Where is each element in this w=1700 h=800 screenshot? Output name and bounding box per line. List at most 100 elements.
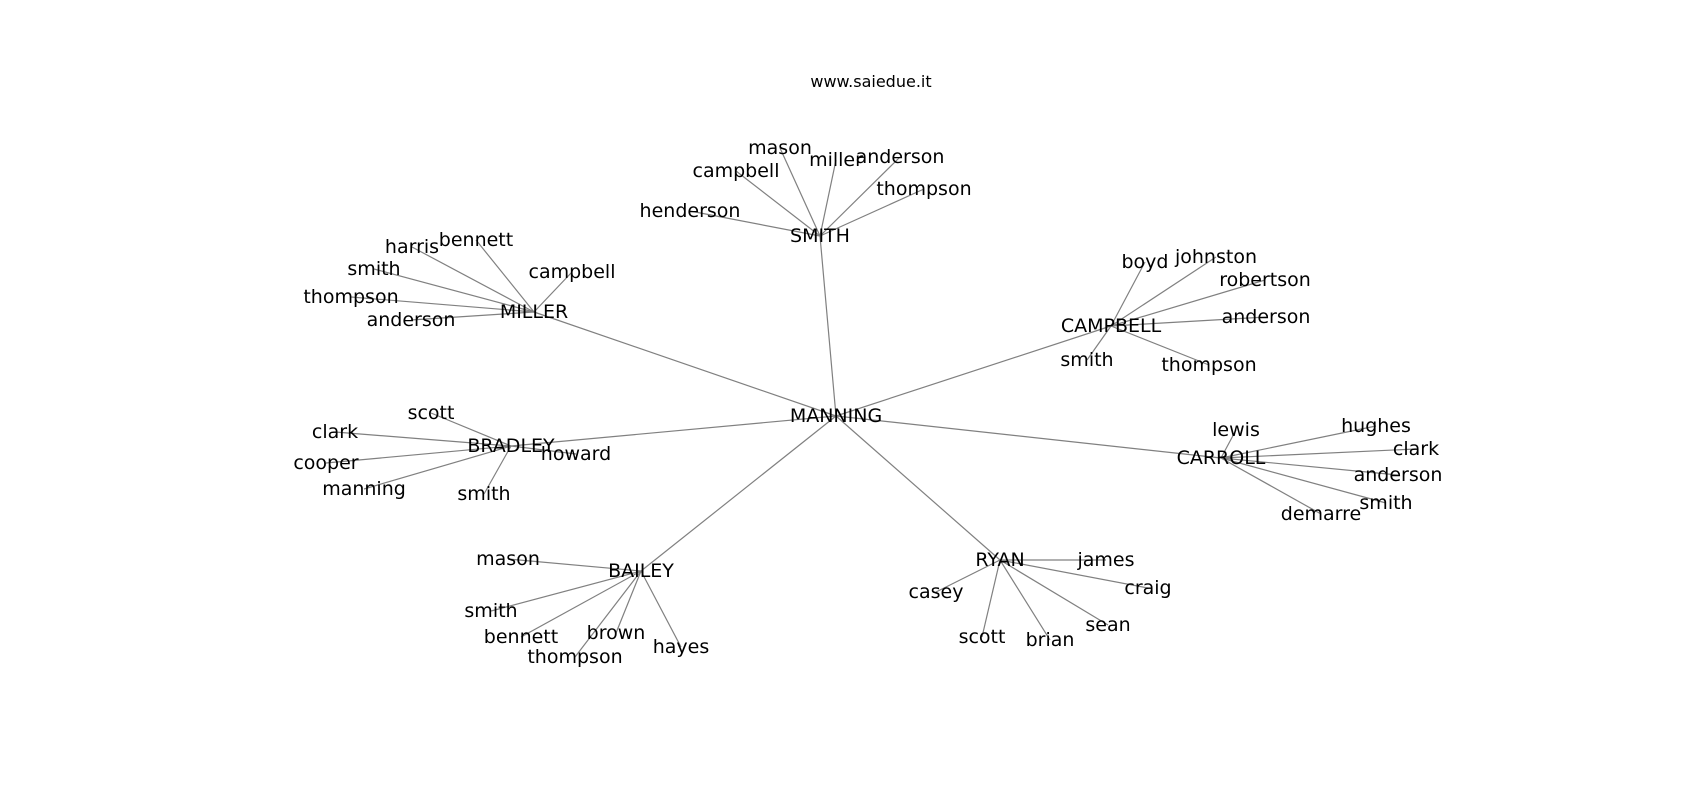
leaf-node-label-bailey-mason: mason (476, 548, 540, 570)
edge-campbell-robertson (1110, 279, 1266, 327)
edge-carroll-lewis (1220, 429, 1237, 459)
edge-bailey-smith (490, 570, 642, 612)
hub-node-label-bailey: BAILEY (608, 560, 674, 582)
edge-ryan-sean (999, 559, 1109, 626)
hub-node-label-campbell: CAMPBELL (1061, 315, 1162, 337)
edge-miller-campbell (533, 271, 573, 313)
edge-smith-thompson (819, 188, 925, 237)
edge-miller-harris (411, 246, 535, 313)
leaf-node-label-bradley-howard: howard (541, 443, 611, 465)
leaf-node-label-bradley-cooper: cooper (293, 452, 358, 474)
hub-node-label-ryan: RYAN (975, 549, 1024, 571)
edge-carroll-anderson (1220, 457, 1399, 476)
edge-miller-thompson (350, 296, 535, 313)
edge-bradley-cooper (325, 445, 512, 464)
edge-miller-bennett (475, 239, 535, 313)
leaf-node-label-carroll-anderson: anderson (1354, 464, 1443, 486)
edge-campbell-boyd (1110, 261, 1146, 327)
leaf-node-label-smith-mason: mason (748, 137, 812, 159)
edge-smith-henderson (689, 210, 821, 237)
leaf-node-label-bailey-brown: brown (587, 622, 646, 644)
leaf-node-label-smith-anderson: anderson (856, 146, 945, 168)
edge-bradley-scott (430, 412, 512, 447)
edge-ryan-craig (999, 559, 1149, 589)
leaf-node-label-bradley-clark: clark (312, 421, 358, 443)
leaf-node-label-smith-henderson: henderson (640, 200, 741, 222)
leaf-node-label-campbell-boyd: boyd (1122, 251, 1169, 273)
edge-carroll-clark (1220, 448, 1417, 459)
leaf-node-label-ryan-james: james (1076, 549, 1134, 571)
leaf-node-label-ryan-craig: craig (1124, 577, 1171, 599)
edge-campbell-anderson (1110, 316, 1267, 327)
edge-carroll-hughes (1220, 425, 1377, 459)
leaf-node-label-ryan-scott: scott (959, 626, 1006, 648)
edge-bailey-hayes (640, 570, 682, 648)
leaf-node-label-smith-thompson: thompson (876, 178, 971, 200)
leaf-node-label-campbell-johnston: johnston (1174, 246, 1257, 268)
leaf-node-label-miller-anderson: anderson (367, 309, 456, 331)
leaf-node-label-miller-harris: harris (385, 236, 439, 258)
leaf-node-label-bailey-hayes: hayes (653, 636, 710, 658)
edge-ryan-casey (935, 559, 1001, 593)
edge-root-smith (819, 235, 837, 417)
edge-miller-smith (373, 268, 535, 313)
leaf-node-label-carroll-clark: clark (1393, 438, 1439, 460)
leaf-node-label-bailey-bennett: bennett (484, 626, 558, 648)
edge-root-miller (533, 311, 837, 417)
leaf-node-label-miller-bennett: bennett (439, 229, 513, 251)
edge-ryan-scott (981, 559, 1001, 638)
leaf-node-label-carroll-smith: smith (1359, 492, 1412, 514)
leaf-node-label-ryan-brian: brian (1026, 629, 1075, 651)
edge-bradley-clark (334, 431, 512, 447)
leaf-node-label-ryan-casey: casey (909, 581, 964, 603)
leaf-node-label-miller-smith: smith (347, 258, 400, 280)
hub-node-label-smith: SMITH (790, 225, 850, 247)
edge-ryan-brian (999, 559, 1051, 641)
edge-smith-anderson (819, 156, 901, 237)
leaf-node-label-smith-campbell: campbell (693, 160, 780, 182)
edge-smith-mason (779, 147, 821, 237)
leaf-node-label-carroll-hughes: hughes (1341, 415, 1411, 437)
edge-root-campbell (835, 325, 1112, 417)
edge-root-bailey (640, 415, 837, 572)
edge-miller-anderson (410, 311, 535, 321)
edge-smith-campbell (735, 170, 821, 237)
edge-bailey-thompson (574, 570, 642, 658)
leaf-node-label-smith-miller: miller (809, 149, 863, 171)
hub-node-label-bradley: BRADLEY (467, 435, 555, 457)
leaf-node-label-miller-thompson: thompson (303, 286, 398, 308)
leaf-node-label-carroll-demarre: demarre (1281, 503, 1361, 525)
leaf-node-label-carroll-lewis: lewis (1212, 419, 1260, 441)
edge-root-bradley (510, 415, 837, 447)
leaf-node-label-bailey-thompson: thompson (527, 646, 622, 668)
edge-smith-miller (819, 159, 837, 237)
edge-root-carroll (835, 415, 1222, 459)
edge-bailey-mason (507, 558, 642, 572)
edge-campbell-johnston (1110, 256, 1217, 327)
edge-campbell-thompson (1110, 325, 1210, 366)
edge-bradley-howard (510, 445, 577, 455)
leaf-node-label-campbell-robertson: robertson (1219, 269, 1311, 291)
leaf-node-label-bradley-scott: scott (408, 402, 455, 424)
edge-bailey-bennett (520, 570, 642, 638)
leaf-node-label-campbell-thompson: thompson (1161, 354, 1256, 376)
edge-carroll-demarre (1220, 457, 1322, 515)
leaf-node-label-bailey-smith: smith (464, 600, 517, 622)
leaf-node-label-bradley-smith: smith (457, 483, 510, 505)
edge-bailey-brown (615, 570, 642, 634)
edge-bradley-smith (483, 445, 512, 495)
leaf-node-label-ryan-sean: sean (1085, 614, 1130, 636)
leaf-node-label-miller-campbell: campbell (529, 261, 616, 283)
hub-node-label-miller: MILLER (500, 301, 568, 323)
edge-root-ryan (835, 415, 1001, 561)
edge-campbell-smith (1086, 325, 1112, 361)
hub-node-label-carroll: CARROLL (1177, 447, 1266, 469)
edge-bradley-manning (363, 445, 512, 490)
root-node-label: MANNING (790, 405, 882, 427)
leaf-node-label-campbell-smith: smith (1060, 349, 1113, 371)
edge-carroll-smith (1220, 457, 1387, 504)
leaf-node-label-campbell-anderson: anderson (1222, 306, 1311, 328)
site-caption: www.saiedue.it (810, 72, 932, 91)
leaf-node-label-bradley-manning: manning (322, 478, 406, 500)
